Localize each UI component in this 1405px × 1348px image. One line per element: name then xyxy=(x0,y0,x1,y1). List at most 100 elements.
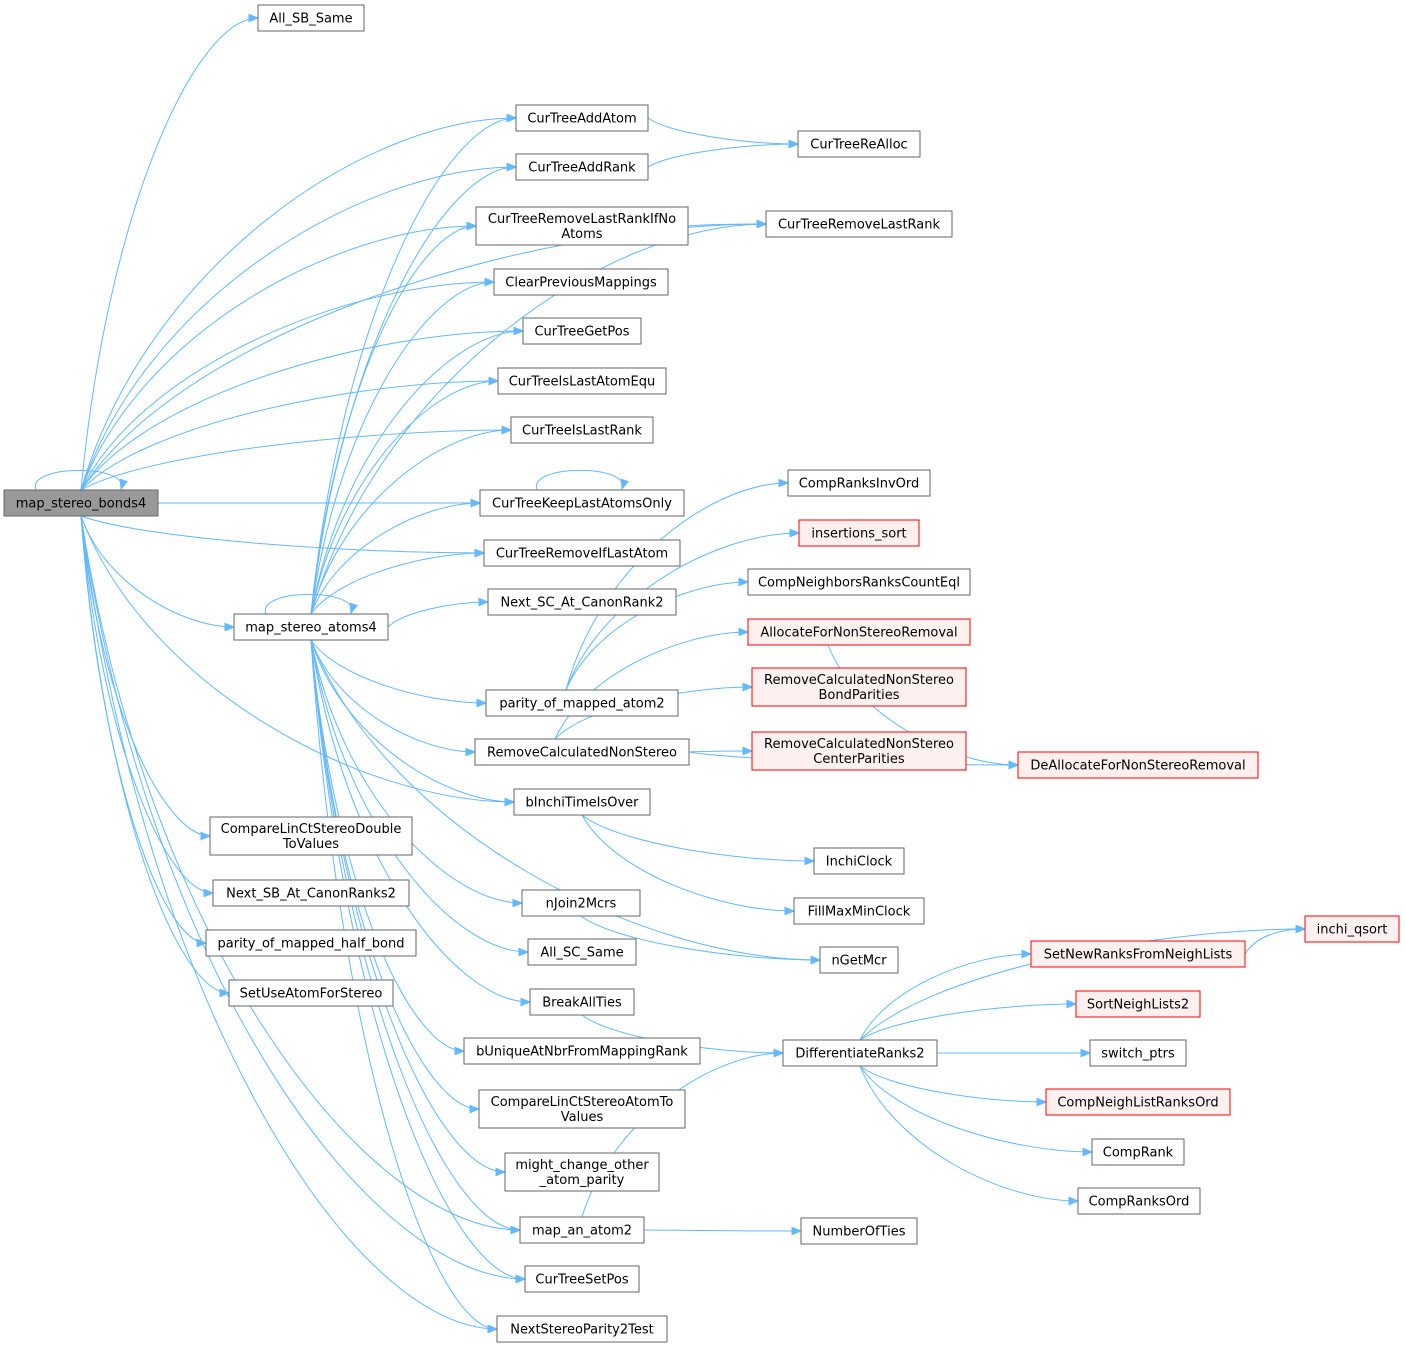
node-box[interactable] xyxy=(483,539,681,567)
node-all-sb-same[interactable]: All_SB_Same xyxy=(257,4,365,32)
node-switch-ptrs[interactable]: switch_ptrs xyxy=(1089,1039,1187,1067)
node-cur-tree-keep-last-atoms-only[interactable]: CurTreeKeepLastAtomsOnly xyxy=(479,489,685,517)
node-cur-tree-is-last-rank[interactable]: CurTreeIsLastRank xyxy=(510,416,654,444)
node-break-all-ties[interactable]: BreakAllTies xyxy=(529,988,635,1016)
node-box[interactable] xyxy=(1077,1187,1201,1215)
node-box[interactable] xyxy=(485,689,679,717)
node-cur-tree-remove-last-rank[interactable]: CurTreeRemoveLastRank xyxy=(765,210,953,238)
node-map-an-atom2[interactable]: map_an_atom2 xyxy=(519,1216,645,1244)
node-parity-of-mapped-half-bond[interactable]: parity_of_mapped_half_bond xyxy=(205,929,417,957)
node-clear-previous-mappings[interactable]: ClearPreviousMappings xyxy=(493,268,669,296)
node-next-sc-at-canon-rank2[interactable]: Next_SC_At_CanonRank2 xyxy=(487,588,677,616)
node-box[interactable] xyxy=(513,788,651,816)
node-set-new-ranks-from-neigh-lists[interactable]: SetNewRanksFromNeighLists xyxy=(1030,940,1246,968)
node-box[interactable] xyxy=(527,938,637,966)
node-box[interactable] xyxy=(751,731,967,771)
node-box[interactable] xyxy=(519,1216,645,1244)
node-box[interactable] xyxy=(463,1037,701,1065)
node-cur-tree-remove-if-last-atom[interactable]: CurTreeRemoveIfLastAtom xyxy=(483,539,681,567)
node-box[interactable] xyxy=(205,929,417,957)
node-sort-neigh-lists2[interactable]: SortNeighLists2 xyxy=(1075,990,1201,1018)
node-allocate-for-non-stereo-removal[interactable]: AllocateForNonStereoRemoval xyxy=(747,618,971,646)
node-box[interactable] xyxy=(787,469,931,497)
node-box[interactable] xyxy=(233,613,389,641)
node-cur-tree-add-atom[interactable]: CurTreeAddAtom xyxy=(515,104,649,132)
node-box[interactable] xyxy=(819,946,899,974)
node-b-inchi-time-is-over[interactable]: bInchiTimeIsOver xyxy=(513,788,651,816)
node-box[interactable] xyxy=(751,667,967,707)
node-b-unique-at-nbr[interactable]: bUniqueAtNbrFromMappingRank xyxy=(463,1037,701,1065)
node-comp-ranks-ord[interactable]: CompRanksOrd xyxy=(1077,1187,1201,1215)
node-box[interactable] xyxy=(257,4,365,32)
node-cur-tree-add-rank[interactable]: CurTreeAddRank xyxy=(515,153,649,181)
node-box[interactable] xyxy=(798,519,920,547)
node-box[interactable] xyxy=(765,210,953,238)
node-fill-max-min-clock[interactable]: FillMaxMinClock xyxy=(793,897,925,925)
node-box[interactable] xyxy=(747,568,971,596)
node-insertions-sort[interactable]: insertions_sort xyxy=(798,519,920,547)
node-box[interactable] xyxy=(228,979,394,1007)
node-box[interactable] xyxy=(212,879,410,907)
node-remove-calculated-non-stereo[interactable]: RemoveCalculatedNonStereo xyxy=(474,738,690,766)
node-box[interactable] xyxy=(813,847,905,875)
node-box[interactable] xyxy=(478,1089,686,1129)
node-box[interactable] xyxy=(782,1039,938,1067)
node-differentiate-ranks2[interactable]: DifferentiateRanks2 xyxy=(782,1039,938,1067)
node-cur-tree-set-pos[interactable]: CurTreeSetPos xyxy=(524,1265,640,1293)
node-n-join2-mcrs[interactable]: nJoin2Mcrs xyxy=(521,889,641,917)
node-box[interactable] xyxy=(1304,915,1400,943)
node-box[interactable] xyxy=(1091,1138,1185,1166)
node-box[interactable] xyxy=(524,1265,640,1293)
node-box[interactable] xyxy=(497,367,667,395)
node-box[interactable] xyxy=(521,889,641,917)
node-box[interactable] xyxy=(793,897,925,925)
node-might-change-other[interactable]: might_change_other_atom_parity xyxy=(504,1152,660,1192)
node-set-use-atom-for-stereo[interactable]: SetUseAtomForStereo xyxy=(228,979,394,1007)
node-next-sb-at-canon-ranks2[interactable]: Next_SB_At_CanonRanks2 xyxy=(212,879,410,907)
node-comp-neigh-list-ranks-ord[interactable]: CompNeighListRanksOrd xyxy=(1045,1088,1231,1116)
node-cur-tree-get-pos[interactable]: CurTreeGetPos xyxy=(522,317,642,345)
node-box[interactable] xyxy=(475,206,689,246)
node-number-of-ties[interactable]: NumberOfTies xyxy=(800,1217,918,1245)
node-root[interactable]: map_stereo_bonds4 xyxy=(3,489,159,517)
node-map-stereo-atoms4[interactable]: map_stereo_atoms4 xyxy=(233,613,389,641)
node-cur-tree-realloc[interactable]: CurTreeReAlloc xyxy=(797,130,921,158)
node-box[interactable] xyxy=(515,104,649,132)
node-box[interactable] xyxy=(515,153,649,181)
node-box[interactable] xyxy=(209,816,413,856)
node-box[interactable] xyxy=(1089,1039,1187,1067)
node-box[interactable] xyxy=(487,588,677,616)
node-box[interactable] xyxy=(1017,751,1259,779)
node-comp-neighbors-ranks-count-eql[interactable]: CompNeighborsRanksCountEql xyxy=(747,568,971,596)
node-box[interactable] xyxy=(510,416,654,444)
node-deallocate-for-non-stereo-removal[interactable]: DeAllocateForNonStereoRemoval xyxy=(1017,751,1259,779)
node-box[interactable] xyxy=(493,268,669,296)
node-box[interactable] xyxy=(522,317,642,345)
node-comp-ranks-inv-ord[interactable]: CompRanksInvOrd xyxy=(787,469,931,497)
node-box[interactable] xyxy=(3,489,159,517)
node-next-stereo-parity2-test[interactable]: NextStereoParity2Test xyxy=(496,1315,668,1343)
node-inchi-clock[interactable]: InchiClock xyxy=(813,847,905,875)
node-box[interactable] xyxy=(529,988,635,1016)
node-n-get-mcr[interactable]: nGetMcr xyxy=(819,946,899,974)
node-inchi-qsort[interactable]: inchi_qsort xyxy=(1304,915,1400,943)
node-box[interactable] xyxy=(1030,940,1246,968)
node-cur-tree-is-last-atom-equ[interactable]: CurTreeIsLastAtomEqu xyxy=(497,367,667,395)
node-box[interactable] xyxy=(504,1152,660,1192)
node-box[interactable] xyxy=(1045,1088,1231,1116)
node-box[interactable] xyxy=(479,489,685,517)
node-box[interactable] xyxy=(496,1315,668,1343)
node-box[interactable] xyxy=(1075,990,1201,1018)
node-box[interactable] xyxy=(797,130,921,158)
node-comp-rank[interactable]: CompRank xyxy=(1091,1138,1185,1166)
node-parity-of-mapped-atom2[interactable]: parity_of_mapped_atom2 xyxy=(485,689,679,717)
node-box[interactable] xyxy=(747,618,971,646)
node-all-sc-same[interactable]: All_SC_Same xyxy=(527,938,637,966)
node-box[interactable] xyxy=(474,738,690,766)
node-box[interactable] xyxy=(800,1217,918,1245)
